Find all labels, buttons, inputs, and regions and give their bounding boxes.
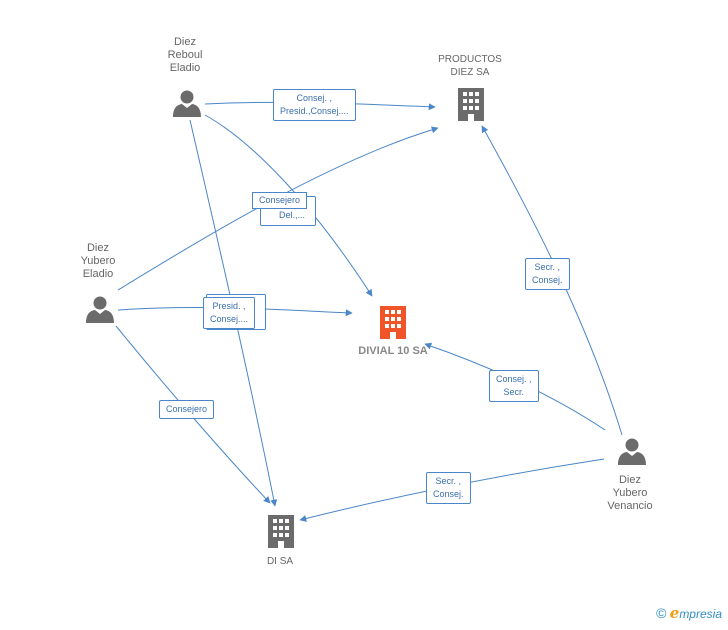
- edges: [115, 101, 623, 522]
- node-name-line: Reboul: [167, 49, 203, 61]
- edge-label-line: Del.,...: [279, 210, 306, 220]
- copyright-symbol: ©: [656, 605, 667, 621]
- edge-label-line: Presid. ,: [212, 301, 246, 311]
- edge-label-venancio-disa[interactable]: Secr. , Consej.: [426, 472, 471, 504]
- person-icon: [618, 438, 646, 465]
- node-divial-10-sa[interactable]: DIVIAL 10 SA: [343, 345, 443, 358]
- edge-label-line: Consej.: [532, 275, 563, 285]
- node-name-line: Yubero: [612, 487, 648, 499]
- edge-label-venancio-productos[interactable]: Secr. , Consej.: [525, 258, 570, 290]
- edge-label-presid-consej[interactable]: Presid. , Consej....: [203, 297, 256, 329]
- node-name-line: Yubero: [80, 255, 116, 267]
- building-icon: [380, 306, 406, 339]
- brand-logo-e: e: [669, 604, 680, 622]
- node-diez-yubero-eladio[interactable]: Diez Yubero Eladio: [63, 242, 133, 281]
- edge-label-line: Consej. ,: [496, 374, 532, 384]
- building-icon: [458, 88, 484, 121]
- edge-label-line: Presid.,Consej....: [280, 106, 349, 116]
- edge-label-eladio-disa[interactable]: Consejero: [159, 400, 215, 419]
- edge-reboul-divial: [204, 114, 373, 297]
- edge-label-line: Secr. ,: [435, 476, 462, 486]
- node-productos-diez-sa[interactable]: PRODUCTOS DIEZ SA: [420, 53, 520, 79]
- node-diez-reboul[interactable]: Diez Reboul Eladio: [150, 36, 220, 75]
- node-di-sa[interactable]: DI SA: [250, 555, 310, 568]
- node-name-line: Eladio: [82, 268, 114, 280]
- node-name-line: DI SA: [266, 556, 294, 567]
- edge-label-line: Consej....: [210, 314, 249, 324]
- edge-label-consejero-del[interactable]: Consejero Del.,...: [247, 190, 313, 224]
- node-name-line: DIVIAL 10 SA: [358, 345, 428, 357]
- edge-label-line: Consejero: [166, 404, 208, 414]
- edge-label-line: Consejero: [252, 192, 308, 209]
- person-icon: [86, 296, 114, 323]
- node-diez-yubero-venancio[interactable]: Diez Yubero Venancio: [592, 474, 668, 513]
- node-name-line: Diez: [173, 36, 196, 48]
- building-icon: [268, 515, 294, 548]
- edge-label-reboul-productos[interactable]: Consej. , Presid.,Consej....: [273, 89, 356, 121]
- edge-label-line: Secr.: [503, 387, 525, 397]
- person-icon: [173, 90, 201, 117]
- edge-label-line: Consej. ,: [296, 93, 333, 103]
- edge-label-line: Secr. ,: [534, 262, 561, 272]
- node-name-line: Diez: [618, 474, 641, 486]
- node-name-line: Diez: [86, 242, 109, 254]
- edge-label-line: Consej.: [433, 489, 464, 499]
- node-name-line: Eladio: [169, 62, 201, 74]
- edge-label-venancio-divial[interactable]: Consej. , Secr.: [489, 370, 539, 402]
- node-name-line: DIEZ SA: [450, 67, 490, 78]
- brand-name: mpresia: [679, 607, 722, 621]
- node-name-line: PRODUCTOS: [438, 54, 502, 65]
- node-name-line: Venancio: [607, 500, 653, 512]
- brand-footer: © empresia: [656, 604, 722, 622]
